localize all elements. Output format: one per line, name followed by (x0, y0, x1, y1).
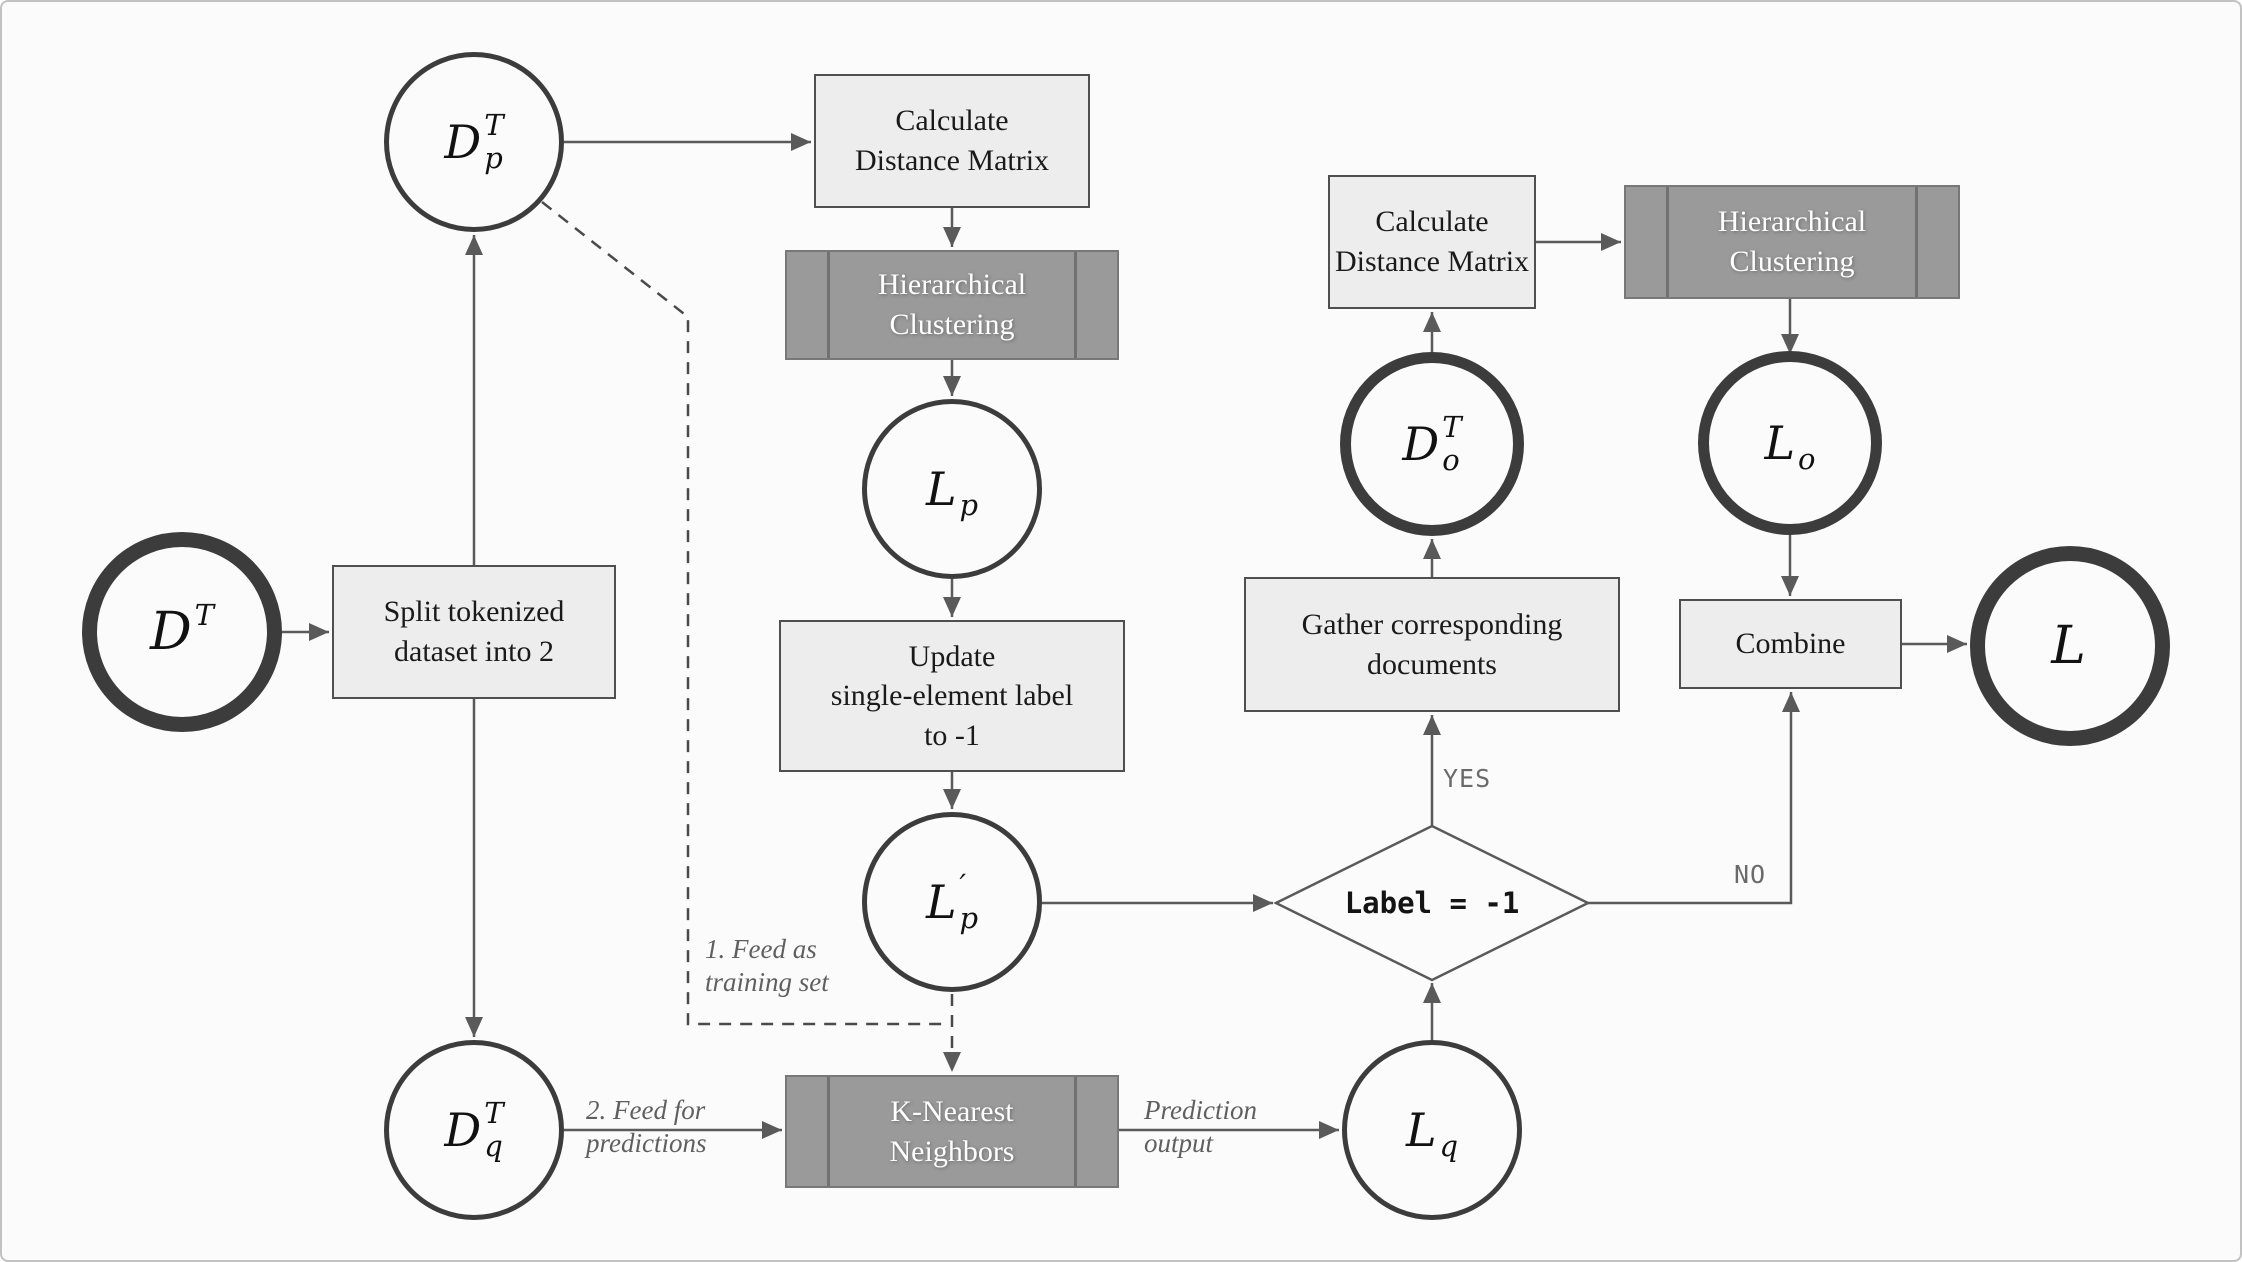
math-sub: p (484, 141, 503, 175)
node-lp-prime: L′p (862, 812, 1042, 992)
annotation-feed-predictions: 2. Feed for predictions (586, 1095, 707, 1158)
branch-no-label: NO (1734, 860, 1767, 889)
math-base: D (149, 602, 192, 662)
decision-label: Label = -1 (1296, 872, 1568, 934)
math-base: L (1405, 1103, 1437, 1157)
process-bar-icon (1074, 252, 1077, 358)
calc-distance-matrix-right-label: Calculate Distance Matrix (1334, 205, 1530, 278)
decision-diamond (1273, 824, 1591, 982)
node-final-l: L (1970, 546, 2170, 746)
math-sub: q (1439, 1129, 1459, 1163)
math-sub (195, 632, 214, 665)
math-base: D (444, 115, 482, 169)
math-base: D (1402, 417, 1440, 471)
decision-label-text: Label = -1 (1344, 886, 1520, 920)
gather-documents-box: Gather corresponding documents (1244, 577, 1620, 712)
hierarchical-clustering-right-label: Hierarchical Clustering (1717, 205, 1867, 278)
edge-no-to-combine (1588, 692, 1800, 905)
math-sup: T (194, 598, 215, 632)
branch-yes-label: YES (1443, 764, 1492, 793)
update-label-text: Update single-element label to -1 (830, 639, 1074, 752)
split-dataset-label: Split tokenized dataset into 2 (383, 595, 565, 668)
node-lp-prime-label: L′p (926, 869, 978, 935)
math-base: L (2051, 616, 2086, 676)
math-scripts: T (195, 599, 214, 665)
combine-box: Combine (1679, 599, 1902, 689)
knn-box: K-Nearest Neighbors (785, 1075, 1119, 1188)
solid-connectors (282, 133, 1967, 1139)
math-sub: q (484, 1129, 503, 1163)
dashed-connectors (541, 201, 961, 1072)
math-base: D (444, 1103, 482, 1157)
math-sup: T (484, 108, 504, 142)
hierarchical-clustering-right-box: Hierarchical Clustering (1624, 185, 1960, 299)
split-dataset-box: Split tokenized dataset into 2 (332, 565, 616, 699)
process-bar-icon (1915, 187, 1918, 297)
calc-distance-matrix-left-box: Calculate Distance Matrix (814, 74, 1090, 208)
annotation-prediction-output: Prediction output (1144, 1095, 1257, 1158)
calc-distance-matrix-left-label: Calculate Distance Matrix (854, 104, 1050, 177)
hierarchical-clustering-left-box: Hierarchical Clustering (785, 250, 1119, 360)
math-sup: T (1442, 410, 1462, 444)
math-scripts: o (1798, 410, 1815, 476)
process-bar-icon (827, 252, 830, 358)
annotation-feed-training: 1. Feed as training set (705, 934, 829, 997)
math-scripts: q (1439, 1097, 1458, 1163)
calc-distance-matrix-right-box: Calculate Distance Matrix (1328, 175, 1536, 309)
process-bar-icon (1666, 187, 1669, 297)
math-scripts: p (959, 456, 978, 522)
process-bar-icon (827, 1077, 830, 1186)
math-sub: o (1798, 442, 1816, 476)
math-sub: o (1442, 443, 1460, 477)
math-sup (959, 456, 978, 489)
gather-documents-label: Gather corresponding documents (1301, 607, 1563, 681)
math-base: L (1764, 416, 1796, 470)
math-sup (1439, 1097, 1458, 1130)
knn-label: K-Nearest Neighbors (889, 1094, 1015, 1168)
hierarchical-clustering-left-label: Hierarchical Clustering (877, 268, 1027, 341)
math-base: L (925, 875, 957, 929)
math-base: L (925, 462, 957, 516)
update-label-box: Update single-element label to -1 (779, 620, 1125, 772)
math-sup (1798, 410, 1815, 443)
combine-label: Combine (1735, 627, 1846, 661)
math-sup: ′ (959, 868, 967, 902)
node-final-l-label: L (2051, 613, 2089, 679)
math-sub: p (959, 901, 979, 935)
math-sub: p (959, 488, 979, 522)
math-scripts: ′p (959, 869, 978, 935)
edge-dp-feed-training (541, 201, 950, 1026)
math-sup: T (484, 1096, 504, 1130)
process-bar-icon (1074, 1077, 1077, 1186)
